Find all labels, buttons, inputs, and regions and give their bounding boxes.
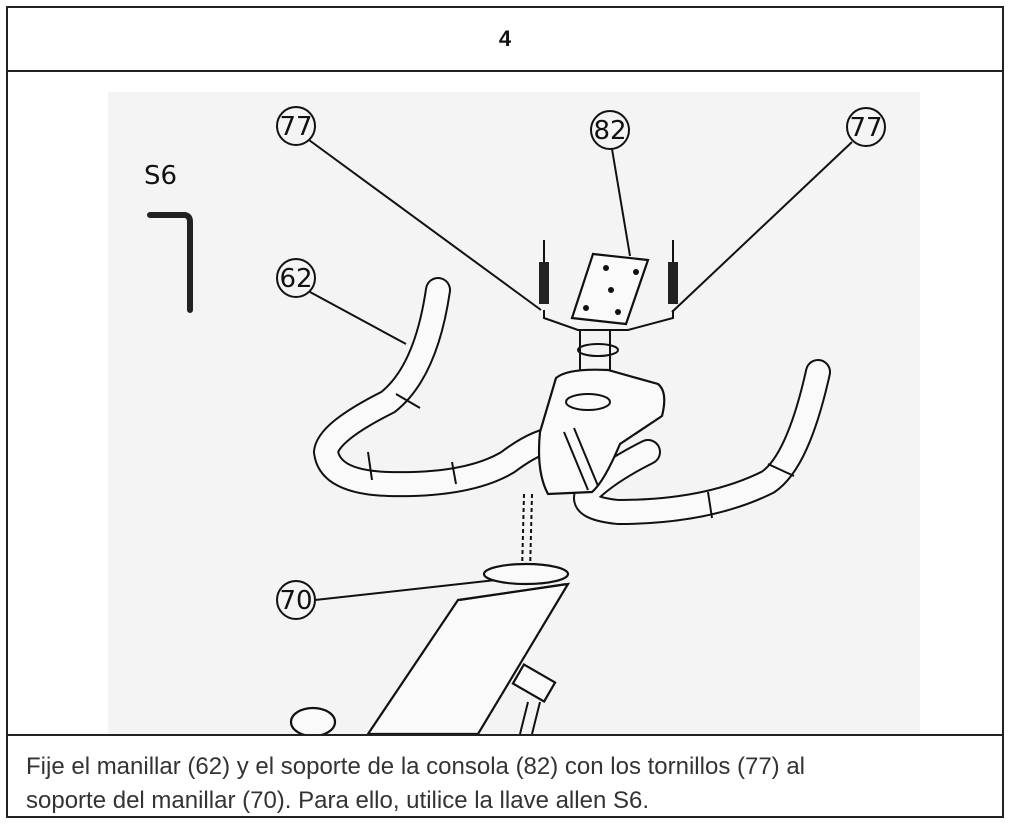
- svg-text:62: 62: [279, 264, 312, 294]
- screw-right: [668, 240, 678, 304]
- svg-text:82: 82: [593, 116, 626, 146]
- callout-82: 82: [590, 110, 631, 257]
- screw-left: [539, 240, 549, 304]
- callout-70: 70: [276, 579, 497, 620]
- svg-text:77: 77: [279, 112, 312, 142]
- assembly-diagram: S6 77 82 77 62: [8, 72, 1002, 734]
- console-bracket: [570, 252, 650, 326]
- step-number: 4: [8, 8, 1002, 72]
- handlebar-stem: [537, 368, 666, 496]
- instruction-text: Fije el manillar (62) y el soporte de la…: [8, 734, 1002, 816]
- caption-line-1: Fije el manillar (62) y el soporte de la…: [26, 753, 806, 780]
- handlebar-post: [289, 562, 571, 734]
- caption-line-2: soporte del manillar (70). Para ello, ut…: [26, 787, 649, 814]
- tool-label: S6: [144, 161, 177, 191]
- callout-77-left: 77: [276, 106, 542, 311]
- svg-text:70: 70: [279, 586, 312, 616]
- allen-key-icon: [147, 212, 193, 313]
- callout-77-right: 77: [671, 107, 886, 313]
- callout-62: 62: [276, 258, 407, 345]
- instruction-panel: 4 S6 77 82 77: [6, 6, 1004, 818]
- svg-text:77: 77: [849, 113, 882, 143]
